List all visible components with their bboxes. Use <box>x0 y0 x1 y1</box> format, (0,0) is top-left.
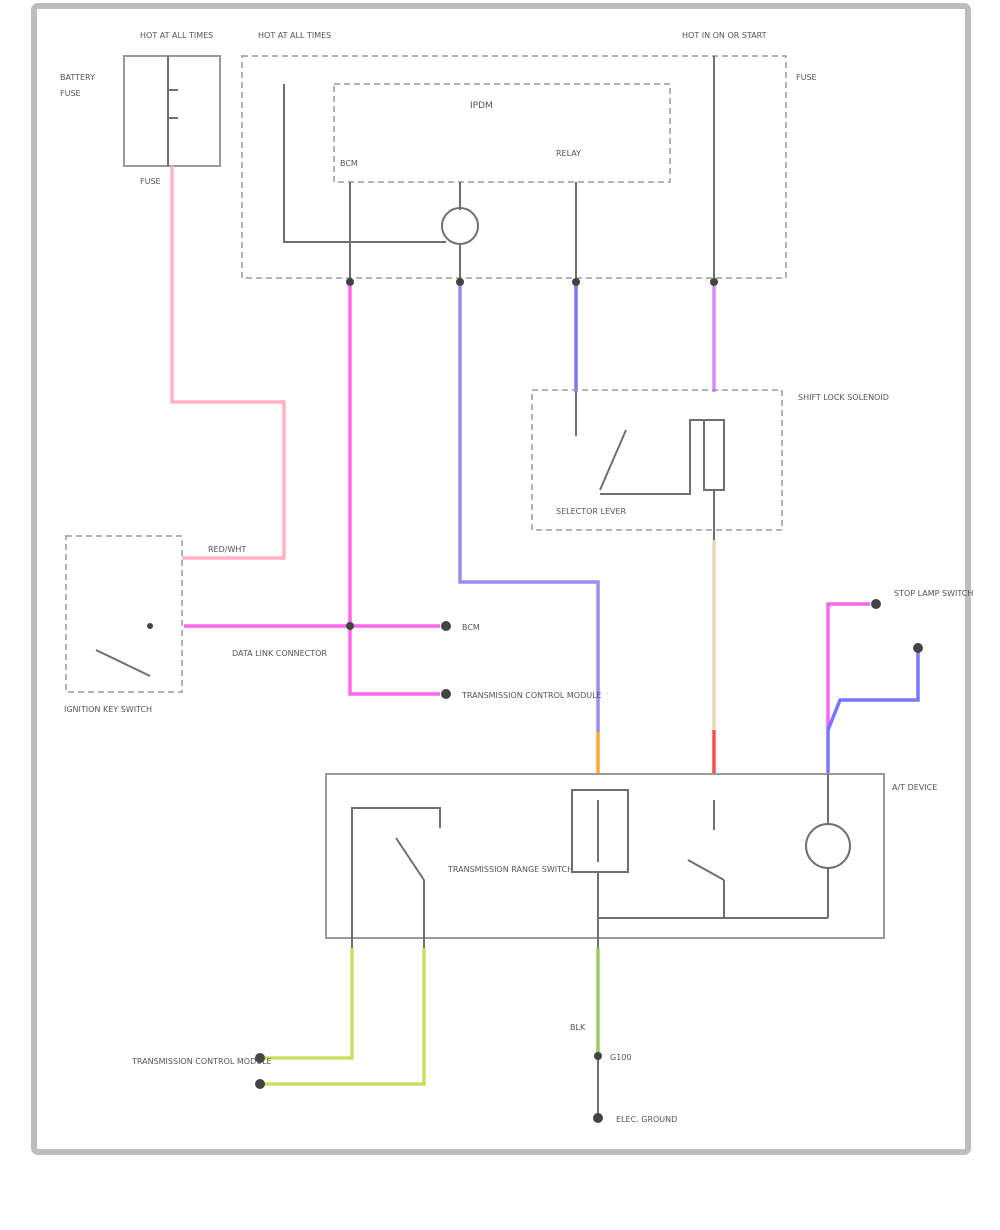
diagram-frame <box>31 3 971 1155</box>
terminal-ground <box>593 1113 603 1123</box>
label-tcm: TRANSMISSION CONTROL MODULE <box>461 691 602 700</box>
label-ignition-key-switch: IGNITION KEY SWITCH <box>64 705 152 714</box>
at-switch-arm <box>395 837 425 881</box>
at-park-switch <box>687 800 725 918</box>
terminal-pink-1 <box>441 621 451 631</box>
terminal-tcm-1 <box>255 1053 265 1063</box>
ignition-switch-arm <box>95 649 151 677</box>
ipdm-relay-block <box>333 83 671 183</box>
shift-lock-block <box>531 389 783 531</box>
connector-d <box>710 278 718 286</box>
at-stop-lamp-bulb <box>805 823 851 869</box>
label-elec-ground: ELEC. GROUND <box>616 1115 677 1124</box>
label-battery: BATTERY <box>60 73 95 82</box>
label-trans-range: TRANSMISSION RANGE SWITCH <box>447 865 573 874</box>
connector-a <box>346 278 354 286</box>
ignition-switch-pivot <box>147 623 153 629</box>
ipdm-block <box>241 55 787 279</box>
label-tcm-bottom: TRANSMISSION CONTROL MODULE <box>131 1057 272 1066</box>
terminal-stop-1 <box>871 599 881 609</box>
shift-lock-switch-arm <box>599 429 627 491</box>
wire-green-left <box>264 948 354 1060</box>
splice-ground <box>594 1052 602 1060</box>
label-at-device: A/T DEVICE <box>892 783 937 792</box>
ipdm-internal-wire-left <box>283 84 446 243</box>
wire-pink-right <box>826 602 870 730</box>
wire-green-right <box>264 948 426 1086</box>
label-red-wht: RED/WHT <box>208 545 246 554</box>
label-blk: BLK <box>570 1023 586 1032</box>
connector-c <box>572 278 580 286</box>
label-g100: G100 <box>610 1053 631 1062</box>
label-relay: RELAY <box>556 149 581 158</box>
ipdm-relay-coil <box>441 207 479 245</box>
label-bcm-right: BCM <box>462 623 480 632</box>
fuse-block-left <box>123 55 221 167</box>
label-hot-in-on: HOT IN ON OR START <box>682 31 767 40</box>
shift-lock-solenoid <box>703 419 725 491</box>
label-data-link: DATA LINK CONNECTOR <box>232 649 327 658</box>
label-fuse-right: FUSE <box>796 73 817 82</box>
splice-pink <box>346 622 354 630</box>
label-stop-lamp-switch: STOP LAMP SWITCH <box>894 589 973 598</box>
terminal-pink-2 <box>441 689 451 699</box>
wire-pale-pink <box>170 166 286 560</box>
label-fuse-left: FUSE <box>60 89 81 98</box>
label-shift-lock-solenoid: SHIFT LOCK SOLENOID <box>798 393 889 402</box>
wire-blue <box>458 286 600 732</box>
at-device-block <box>325 773 885 939</box>
wire-pink-main <box>348 286 440 696</box>
label-fuse-left-2: FUSE <box>140 177 161 186</box>
terminal-stop-2 <box>913 643 923 653</box>
terminal-tcm-2 <box>255 1079 265 1089</box>
label-ipdm: IPDM <box>470 101 493 111</box>
label-hot-at-all-times-1: HOT AT ALL TIMES <box>140 31 213 40</box>
at-switch-left-wire <box>351 807 441 948</box>
label-selector-lever: SELECTOR LEVER <box>556 507 627 516</box>
label-bcm-top: BCM <box>340 159 358 168</box>
at-solenoid-box <box>571 789 629 873</box>
ignition-switch-block <box>65 535 183 693</box>
wire-blue-right <box>826 650 920 731</box>
connector-b <box>456 278 464 286</box>
shift-lock-wire <box>600 419 714 495</box>
label-hot-at-all-times-2: HOT AT ALL TIMES <box>258 31 331 40</box>
